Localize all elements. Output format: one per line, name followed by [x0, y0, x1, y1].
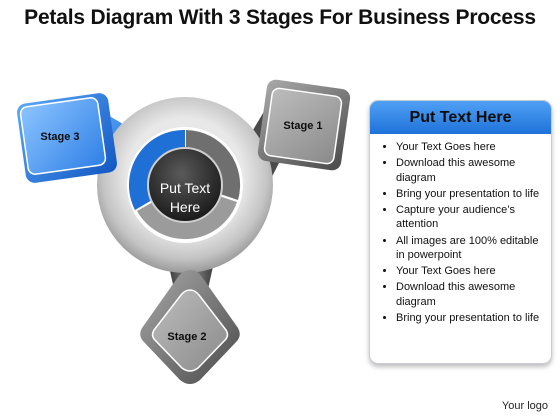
center-text-line2: Here	[170, 199, 201, 215]
text-panel: Put Text Here Your Text Goes here Downlo…	[369, 100, 552, 364]
panel-list-item: Your Text Goes here	[396, 264, 545, 279]
stage-3-face	[19, 97, 107, 175]
panel-list-item: Download this awesome diagram	[396, 156, 545, 185]
stage-1-label: Stage 1	[283, 120, 322, 132]
stage-3-label: Stage 3	[40, 131, 79, 143]
panel-list: Your Text Goes here Download this awesom…	[370, 140, 551, 326]
panel-list-item: Your Text Goes here	[396, 140, 545, 155]
ring-segment-gray-2	[137, 196, 237, 240]
stage-2-label: Stage 2	[167, 331, 206, 343]
panel-list-item: Bring your presentation to life	[396, 187, 545, 202]
panel-list-item: Capture your audience’s attention	[396, 203, 545, 232]
center-core	[147, 147, 223, 223]
panel-list-item: Download this awesome diagram	[396, 280, 545, 309]
stage-1-face	[263, 87, 343, 165]
panel-list-item: All images are 100% editable in powerpoi…	[396, 234, 545, 263]
panel-heading: Put Text Here	[370, 101, 551, 134]
page-title: Petals Diagram With 3 Stages For Busines…	[24, 6, 536, 29]
stage-2-face	[151, 289, 229, 372]
panel-list-item: Bring your presentation to life	[396, 311, 545, 326]
ring-segment-gray-1	[186, 130, 241, 200]
center-text-line1: Put Text	[160, 180, 210, 196]
logo-text: Your logo	[501, 400, 548, 412]
